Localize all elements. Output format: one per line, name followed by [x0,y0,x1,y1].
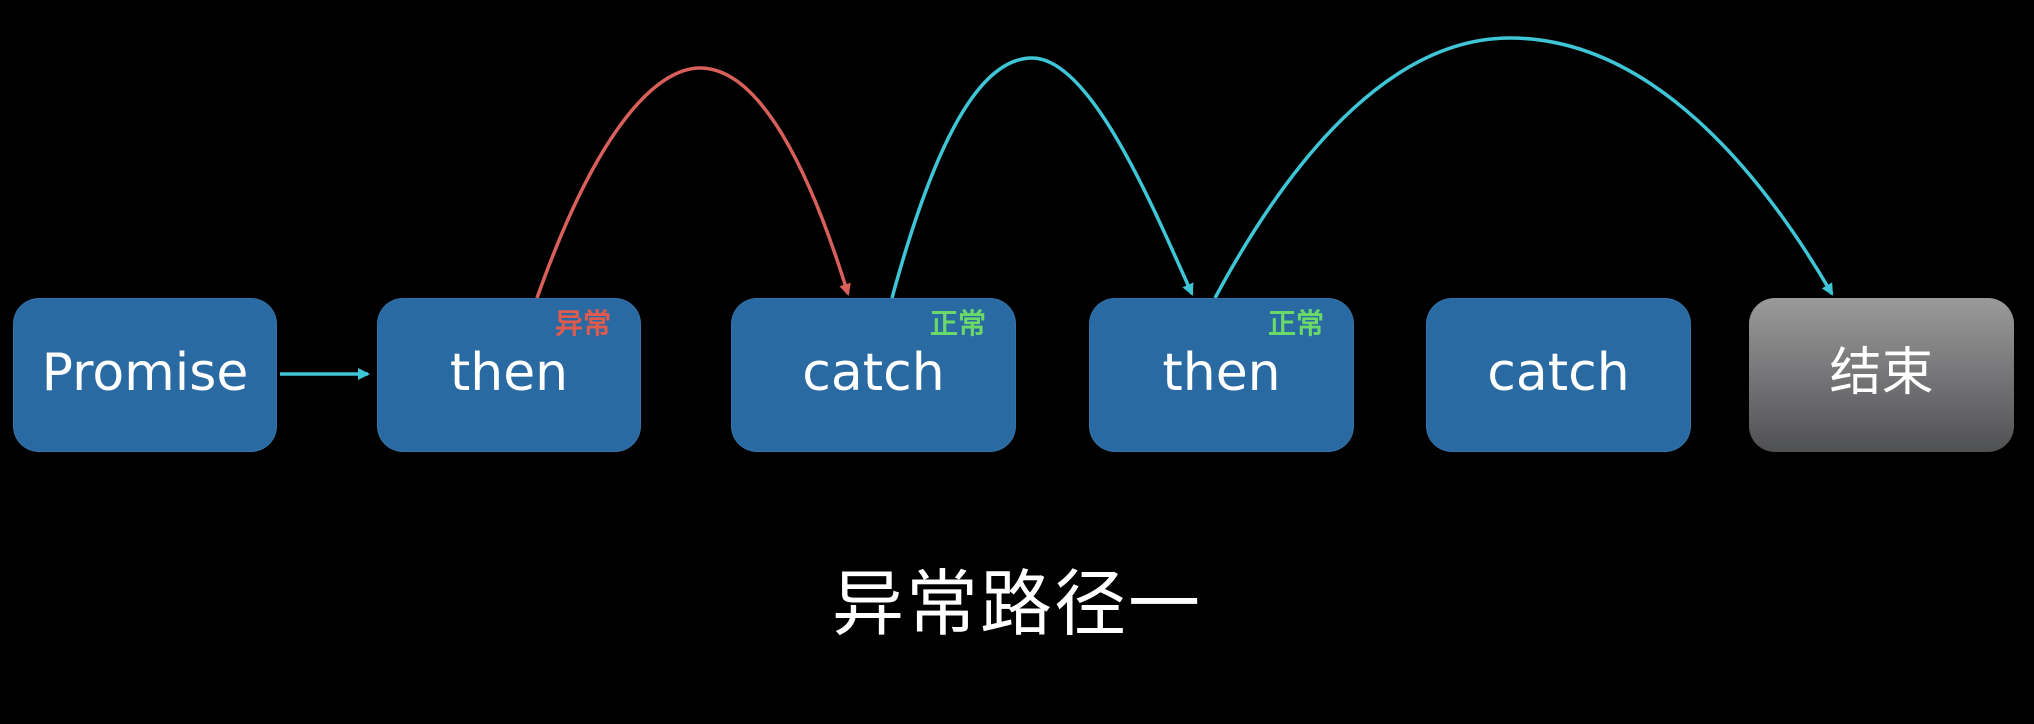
arrow-then-to-catch-error [535,66,851,299]
node-then-2-label: then [1162,343,1281,403]
node-catch-1-label: catch [802,343,945,403]
node-then-2: 正常 then [1089,298,1354,452]
arrow-then-to-end-normal [1213,36,1834,299]
node-promise: Promise [13,298,277,452]
node-catch-1: 正常 catch [731,298,1016,452]
status-badge-normal: 正常 [929,307,986,340]
node-promise-label: Promise [41,343,249,403]
node-catch-2: catch [1426,298,1691,452]
node-then-1-label: then [449,343,569,403]
diagram-caption: 异常路径一 [831,562,1202,646]
status-badge-error: 异常 [554,307,611,340]
node-catch-2-label: catch [1487,343,1630,403]
status-badge-normal: 正常 [1267,307,1324,340]
node-then-1: 异常 then [377,298,641,452]
node-end: 结束 [1749,298,2014,452]
arrow-catch-to-then-normal [890,56,1194,299]
node-end-label: 结束 [1829,343,1934,403]
